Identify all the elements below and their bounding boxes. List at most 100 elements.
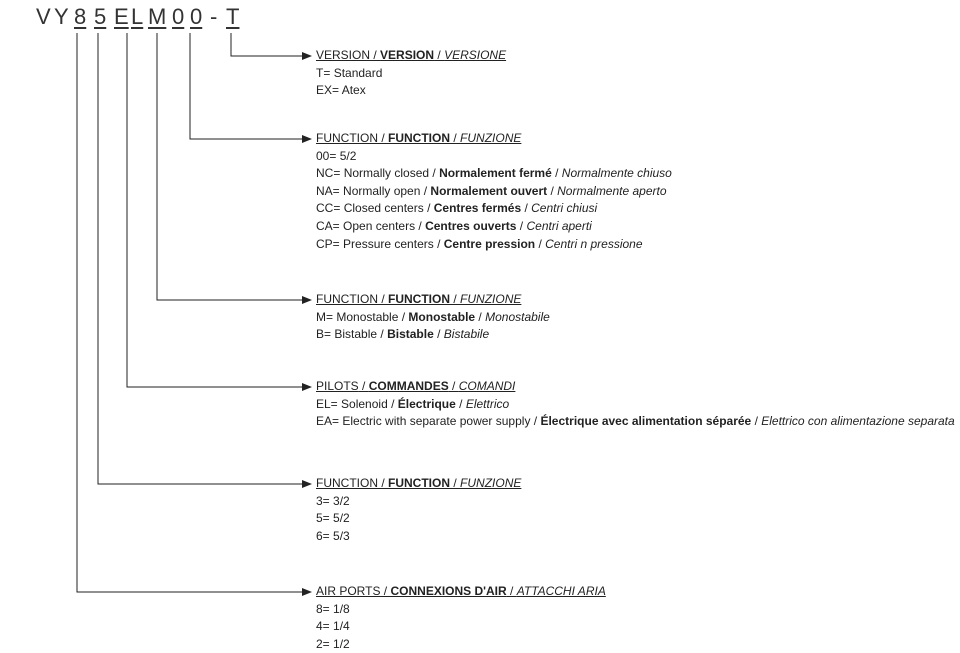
code-char: 0 bbox=[172, 4, 185, 29]
code-char: T bbox=[226, 4, 240, 29]
legend-item: EL= Solenoid / Électrique / Elettrico bbox=[316, 396, 510, 411]
arrow-head-icon bbox=[302, 135, 312, 143]
item-fr: Bistable bbox=[387, 327, 434, 342]
item-en: 5/2 bbox=[333, 511, 350, 526]
item-en: Atex bbox=[341, 83, 366, 98]
code-char: 5 bbox=[94, 4, 107, 29]
code-char: - bbox=[210, 4, 218, 29]
item-fr: Monostable bbox=[408, 309, 476, 324]
code-char: V bbox=[36, 4, 51, 29]
item-fr: Normalement fermé bbox=[439, 166, 552, 181]
item-en: 1/2 bbox=[333, 636, 350, 651]
item-en: 5/3 bbox=[333, 528, 350, 543]
item-en: Open centers bbox=[343, 218, 416, 233]
item-en: Normally closed bbox=[343, 166, 430, 181]
item-en: Electric with separate power supply bbox=[342, 414, 531, 429]
code-char: M bbox=[148, 4, 167, 29]
legend-item: CA= Open centers / Centres ouverts / Cen… bbox=[316, 218, 592, 233]
item-code: 5= bbox=[316, 511, 330, 526]
item-code: 6= bbox=[316, 528, 330, 543]
item-en: Bistable bbox=[334, 327, 378, 342]
connector-line bbox=[126, 33, 304, 388]
heading-en: PILOTS bbox=[316, 379, 359, 393]
heading-en: AIR PORTS bbox=[316, 584, 381, 598]
item-fr: Électrique avec alimentation séparée bbox=[540, 414, 752, 429]
item-it: Elettrico con alimentazione separata bbox=[761, 414, 955, 429]
arrow-head-icon bbox=[302, 588, 312, 596]
heading-it: FUNZIONE bbox=[460, 292, 522, 306]
item-en: 1/4 bbox=[333, 619, 350, 634]
heading-it: FUNZIONE bbox=[460, 476, 522, 490]
code-char: E bbox=[114, 4, 129, 29]
legend-item: 2= 1/2 bbox=[316, 636, 606, 653]
item-code: 2= bbox=[316, 636, 330, 651]
item-en: Solenoid bbox=[341, 396, 388, 411]
legend-item: 4= 1/4 bbox=[316, 618, 606, 636]
item-en: Normally open bbox=[343, 183, 421, 198]
code-char: Y bbox=[54, 4, 69, 29]
heading-en: FUNCTION bbox=[316, 131, 378, 145]
item-code: T= bbox=[316, 65, 331, 80]
item-it: Centri n pressione bbox=[545, 236, 643, 251]
legend-item: CC= Closed centers / Centres fermés / Ce… bbox=[316, 201, 598, 216]
item-it: Bistabile bbox=[443, 327, 490, 342]
legend-item: 3= 3/2 bbox=[316, 493, 521, 511]
item-fr: Électrique bbox=[397, 396, 456, 411]
heading-fr: COMMANDES bbox=[368, 379, 449, 393]
section-heading: VERSION / VERSION / VERSIONE bbox=[316, 47, 506, 65]
heading-underline: AIR PORTS / CONNEXIONS D'AIR / ATTACCHI … bbox=[316, 584, 606, 598]
item-en: Standard bbox=[333, 65, 383, 80]
legend-item: NA= Normally open / Normalement ouvert /… bbox=[316, 183, 667, 198]
arrow-head-icon bbox=[302, 296, 312, 304]
heading-fr: FUNCTION bbox=[388, 476, 451, 490]
heading-it: ATTACCHI ARIA bbox=[516, 584, 606, 598]
heading-en: FUNCTION bbox=[316, 292, 378, 306]
item-fr: Centres fermés bbox=[433, 201, 522, 216]
item-en: 1/8 bbox=[333, 601, 350, 616]
heading-it: COMANDI bbox=[458, 379, 516, 393]
heading-fr: CONNEXIONS D'AIR bbox=[390, 584, 507, 598]
legend-item: NC= Normally closed / Normalement fermé … bbox=[316, 166, 672, 181]
item-code: EA= bbox=[316, 414, 340, 429]
arrow-head-icon bbox=[302, 480, 312, 488]
heading-fr: FUNCTION bbox=[388, 131, 451, 145]
legend-item: 00= 5/2 bbox=[316, 148, 672, 166]
item-code: 3= bbox=[316, 493, 330, 508]
item-code: NC= bbox=[316, 166, 341, 181]
connector-line bbox=[76, 33, 304, 593]
item-code: CP= bbox=[316, 236, 340, 251]
item-fr: Centre pression bbox=[443, 236, 536, 251]
code-char: L bbox=[131, 4, 144, 29]
legend-item: CP= Pressure centers / Centre pression /… bbox=[316, 236, 643, 251]
legend-item: 6= 5/3 bbox=[316, 528, 521, 546]
code-char: 0 bbox=[190, 4, 203, 29]
section-heading: AIR PORTS / CONNEXIONS D'AIR / ATTACCHI … bbox=[316, 583, 606, 601]
item-it: Normalmente chiuso bbox=[561, 166, 672, 181]
heading-fr: FUNCTION bbox=[388, 292, 451, 306]
legend-section: PILOTS / COMMANDES / COMANDI EL= Solenoid… bbox=[316, 378, 955, 431]
arrow-head-icon bbox=[302, 52, 312, 60]
section-heading: PILOTS / COMMANDES / COMANDI bbox=[316, 378, 955, 396]
heading-underline: PILOTS / COMMANDES / COMANDI bbox=[316, 379, 516, 393]
item-it: Normalmente aperto bbox=[557, 183, 667, 198]
item-it: Centri chiusi bbox=[531, 201, 598, 216]
legend-item: EX= Atex bbox=[316, 82, 506, 100]
item-code: EX= bbox=[316, 83, 340, 98]
item-fr: Centres ouverts bbox=[425, 218, 517, 233]
arrow-head-icon bbox=[302, 383, 312, 391]
item-code: CC= bbox=[316, 201, 341, 216]
connector-line bbox=[230, 33, 304, 57]
section-heading: FUNCTION / FUNCTION / FUNZIONE bbox=[316, 291, 550, 309]
connector-line bbox=[156, 33, 304, 301]
heading-underline: FUNCTION / FUNCTION / FUNZIONE bbox=[316, 476, 522, 490]
code-char: 8 bbox=[74, 4, 87, 29]
legend-item: 8= 1/8 bbox=[316, 601, 606, 619]
legend-item: EA= Electric with separate power supply … bbox=[316, 414, 955, 429]
item-it: Centri aperti bbox=[526, 218, 592, 233]
heading-it: VERSIONE bbox=[444, 48, 507, 62]
connector-line bbox=[97, 33, 304, 485]
connector-line bbox=[189, 33, 304, 140]
